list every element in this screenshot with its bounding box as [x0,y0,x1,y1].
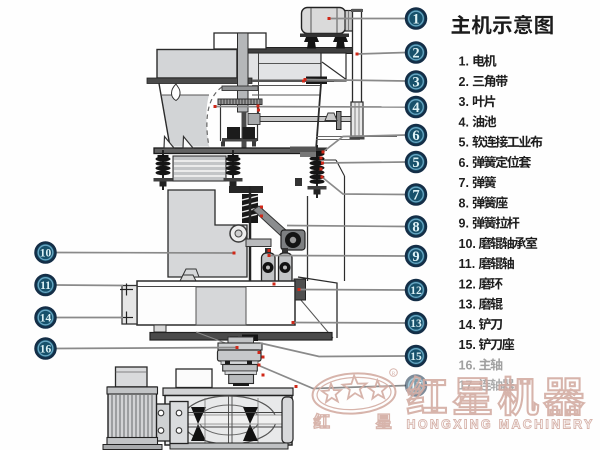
svg-text:14: 14 [40,313,52,325]
svg-text:11: 11 [40,280,51,292]
svg-text:12.: 12. [459,277,476,291]
svg-text:2.: 2. [459,75,469,89]
svg-text:10.: 10. [459,237,476,251]
svg-text:4.: 4. [459,115,469,129]
svg-text:6: 6 [412,128,419,144]
svg-text:8.: 8. [459,196,469,210]
svg-text:11.: 11. [459,257,476,271]
svg-text:13.: 13. [459,298,476,312]
svg-text:7: 7 [412,188,419,204]
svg-text:13: 13 [410,318,422,330]
svg-text:9.: 9. [459,217,469,231]
svg-text:7.: 7. [459,176,469,190]
svg-text:HONGXING MACHINERY: HONGXING MACHINERY [407,418,595,432]
svg-text:1: 1 [412,12,419,28]
svg-text:6.: 6. [459,156,469,170]
svg-text:1.: 1. [459,55,469,69]
svg-text:9: 9 [412,249,419,265]
svg-text:3: 3 [412,75,419,91]
svg-text:16: 16 [40,344,52,356]
svg-text:5.: 5. [459,136,469,150]
svg-text:8: 8 [412,220,419,236]
svg-text:5: 5 [412,155,419,171]
svg-text:15: 15 [410,351,422,363]
svg-text:15.: 15. [459,338,476,352]
svg-text:R: R [392,371,396,377]
svg-text:4: 4 [412,100,419,116]
svg-text:12: 12 [410,285,422,297]
svg-text:16.: 16. [459,358,476,372]
svg-text:14.: 14. [459,318,476,332]
svg-text:10: 10 [40,248,52,260]
svg-text:3.: 3. [459,95,469,109]
svg-text:2: 2 [412,46,419,62]
